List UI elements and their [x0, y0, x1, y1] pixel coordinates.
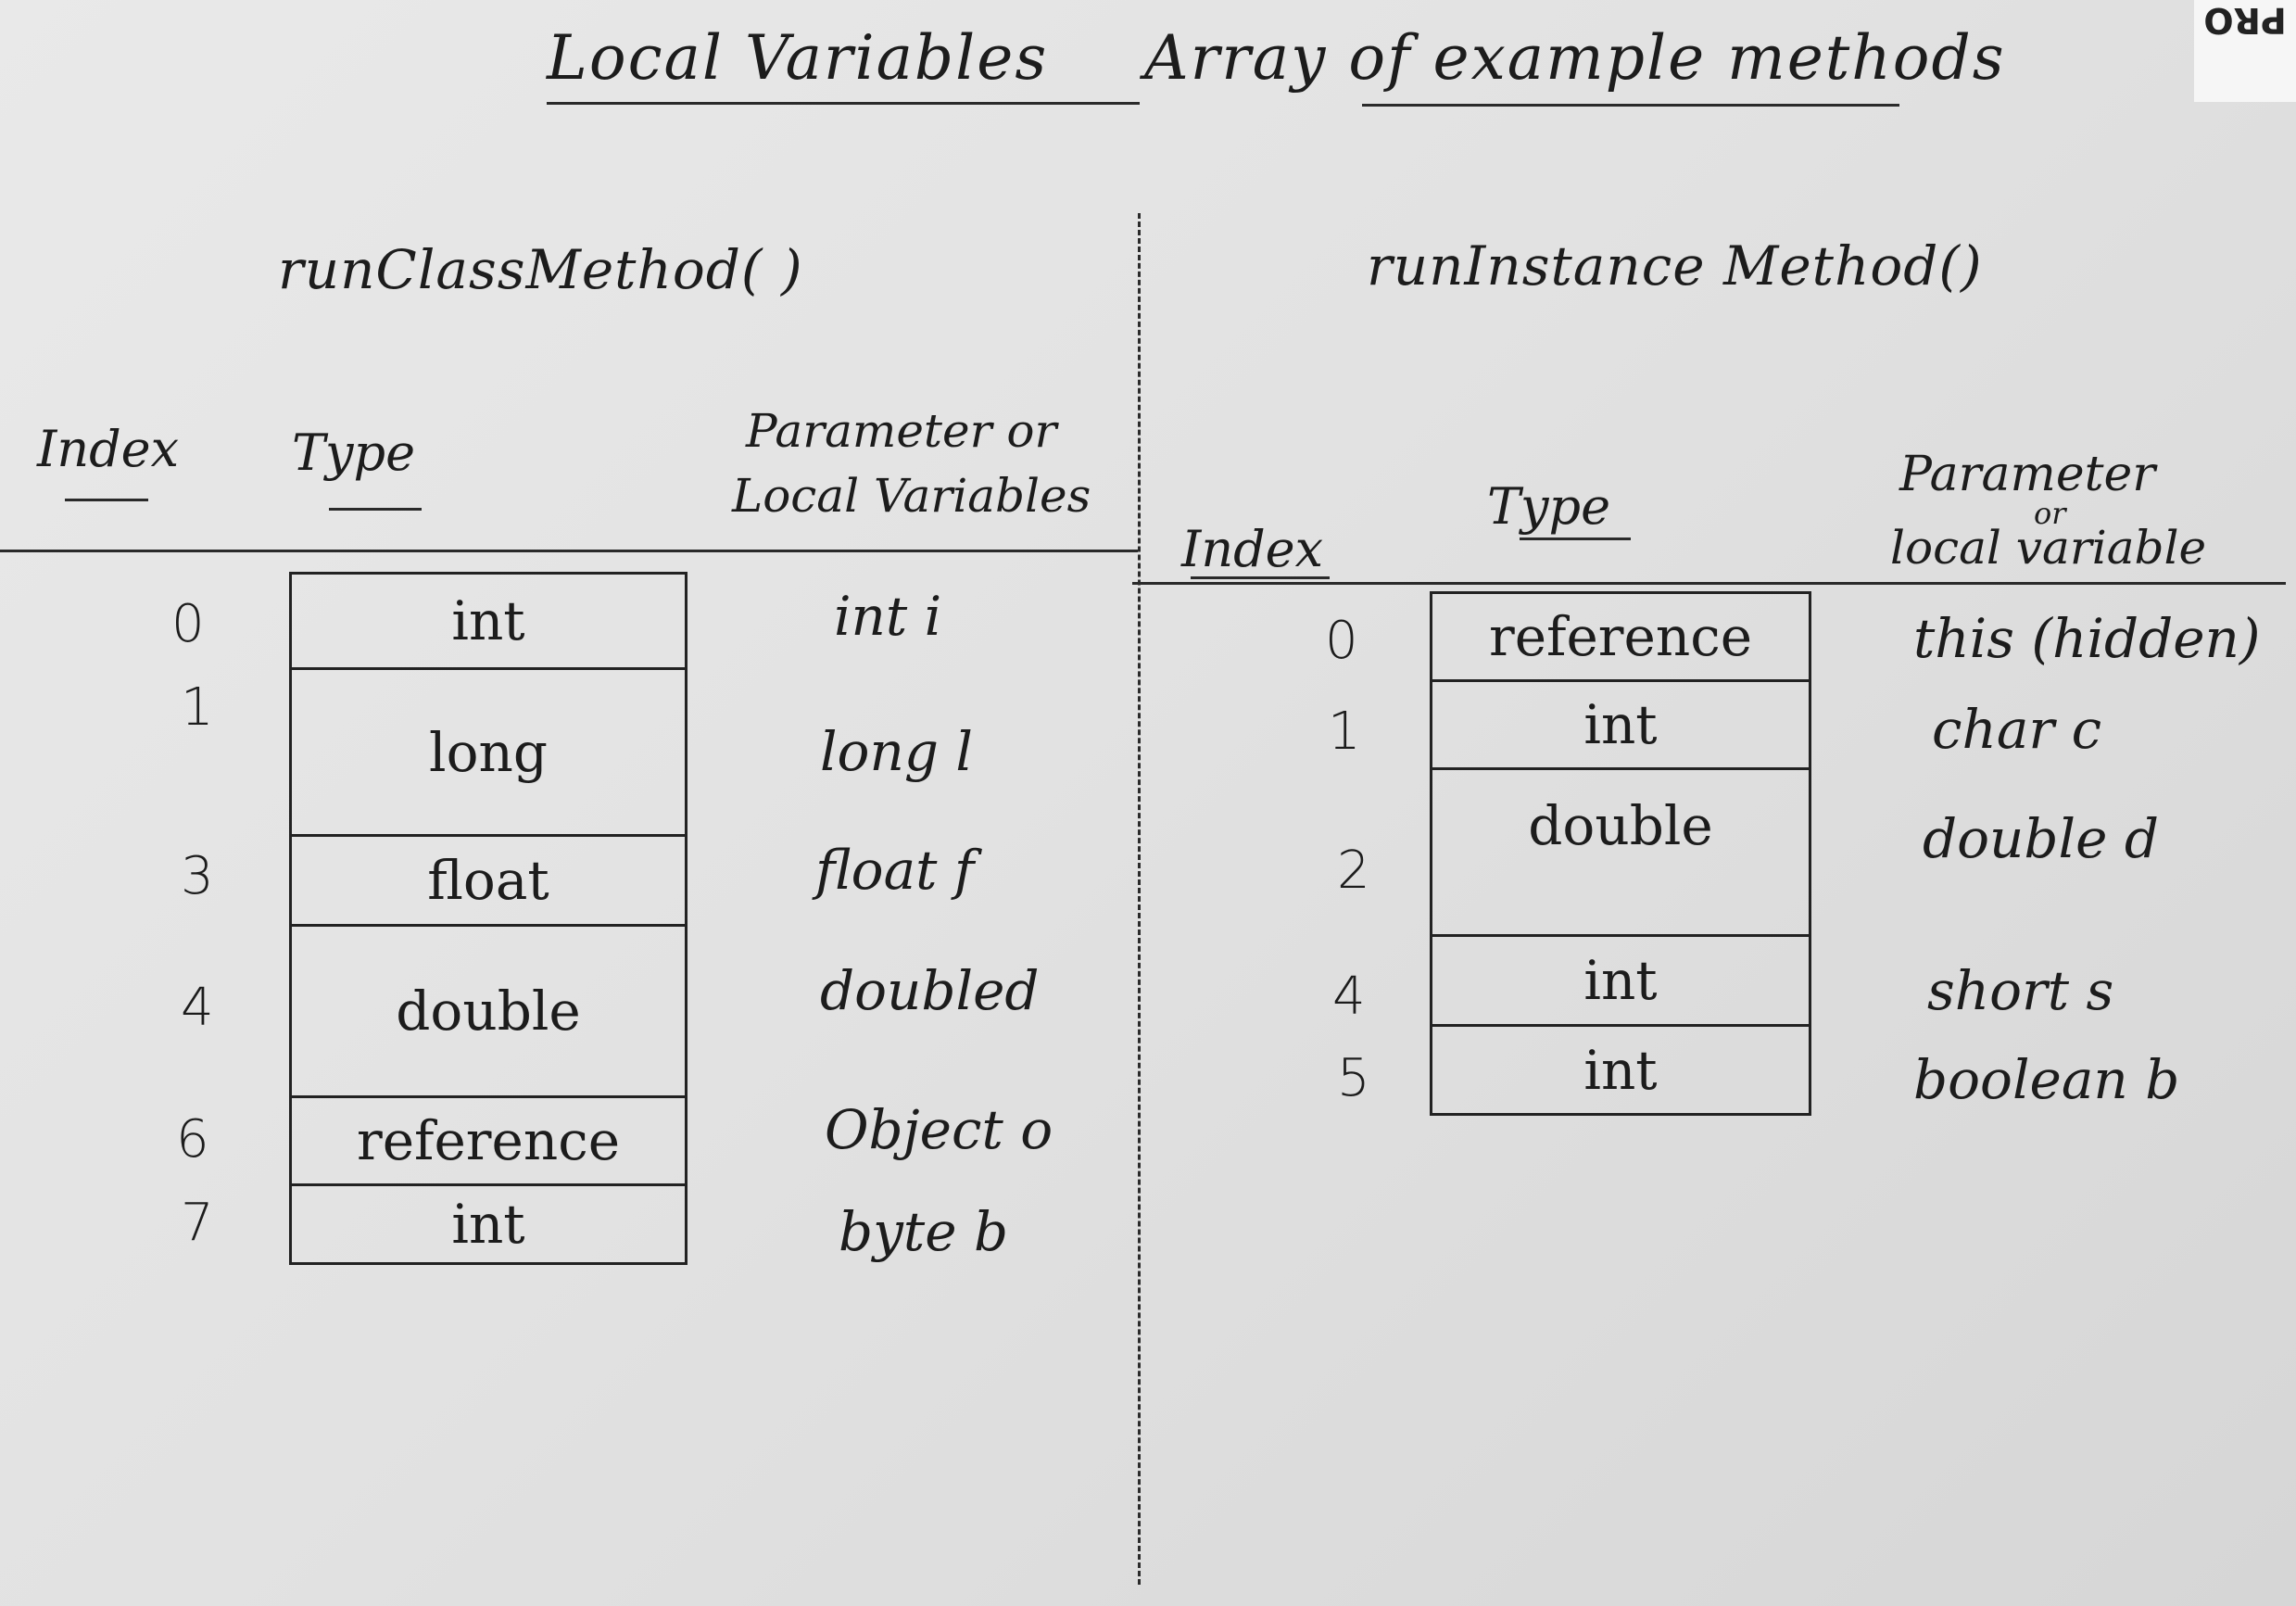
left-type-cell: float	[292, 837, 685, 927]
right-header-param-line1: Parameter	[1899, 447, 2156, 502]
left-header-param-line1: Parameter or	[746, 404, 1057, 458]
right-header-type: Type	[1487, 477, 1611, 536]
right-header-index: Index	[1181, 520, 1324, 578]
left-type-label: int	[451, 1193, 525, 1256]
right-type-cell: int	[1432, 937, 1809, 1027]
left-index: 6	[176, 1109, 209, 1170]
left-param: float f	[815, 839, 975, 902]
left-type-label: reference	[356, 1109, 621, 1172]
left-index: 0	[171, 594, 205, 654]
left-type-table: int long float double reference int	[289, 572, 688, 1265]
left-type-cell: reference	[292, 1098, 685, 1186]
left-type-cell: double	[292, 927, 685, 1098]
left-type-cell: int	[292, 1186, 685, 1262]
left-index: 1	[181, 677, 214, 738]
right-type-label: int	[1583, 693, 1658, 756]
right-header-param-or: or	[2034, 496, 2066, 531]
left-type-label: float	[427, 849, 549, 912]
left-header-index-underline	[65, 499, 148, 501]
left-param: byte b	[839, 1200, 1009, 1263]
right-type-cell: int	[1432, 682, 1809, 770]
right-header-index-underline	[1191, 576, 1330, 579]
left-param: long l	[820, 720, 973, 783]
right-type-cell: reference	[1432, 594, 1809, 682]
left-header-param-line2: Local Variables	[732, 469, 1091, 523]
left-index: 7	[181, 1193, 214, 1253]
right-index: 0	[1325, 611, 1358, 671]
right-type-cell: double	[1432, 770, 1809, 937]
title-left: Local Variables	[547, 22, 1049, 94]
title-left-underline	[547, 102, 1140, 105]
left-header-type-underline	[329, 508, 422, 511]
left-type-cell: long	[292, 670, 685, 837]
left-index: 3	[181, 846, 214, 906]
right-type-label: int	[1583, 1038, 1658, 1102]
right-index: 1	[1328, 702, 1361, 762]
right-param: boolean b	[1913, 1048, 2180, 1111]
right-type-label: reference	[1488, 605, 1753, 668]
left-header-index: Index	[37, 420, 180, 478]
left-method-name: runClassMethod( )	[278, 238, 803, 301]
right-header-param-line2: local variable	[1890, 521, 2207, 575]
title-right: Array of example methods	[1144, 22, 2006, 94]
right-header-rule	[1132, 582, 2286, 585]
right-index: 5	[1337, 1048, 1370, 1108]
left-index: 4	[181, 978, 214, 1038]
right-type-cell: int	[1432, 1027, 1809, 1113]
left-type-label: double	[396, 980, 581, 1043]
right-param: short s	[1927, 959, 2114, 1022]
right-method-name: runInstance Method()	[1367, 234, 1983, 297]
right-index: 2	[1337, 841, 1370, 901]
corner-watermark: PRO	[2194, 0, 2296, 102]
left-param: doubled	[820, 959, 1040, 1022]
right-param: char c	[1932, 698, 2102, 761]
title-right-underline	[1362, 104, 1899, 107]
right-type-label: int	[1583, 949, 1658, 1012]
corner-watermark-text: PRO	[2203, 0, 2287, 41]
right-index: 4	[1332, 967, 1366, 1027]
right-param: this (hidden)	[1913, 607, 2261, 670]
left-type-label: long	[429, 720, 548, 784]
left-header-type: Type	[292, 424, 416, 482]
right-type-label: double	[1528, 794, 1713, 858]
right-param: double d	[1923, 807, 2159, 870]
right-type-table: reference int double int int	[1430, 591, 1811, 1116]
left-type-label: int	[451, 589, 525, 652]
left-header-rule	[0, 550, 1138, 552]
right-header-type-underline	[1520, 537, 1631, 540]
left-param: int i	[834, 585, 942, 648]
left-type-cell: int	[292, 575, 685, 670]
left-param: Object o	[825, 1098, 1053, 1161]
section-divider	[1138, 213, 1141, 1585]
